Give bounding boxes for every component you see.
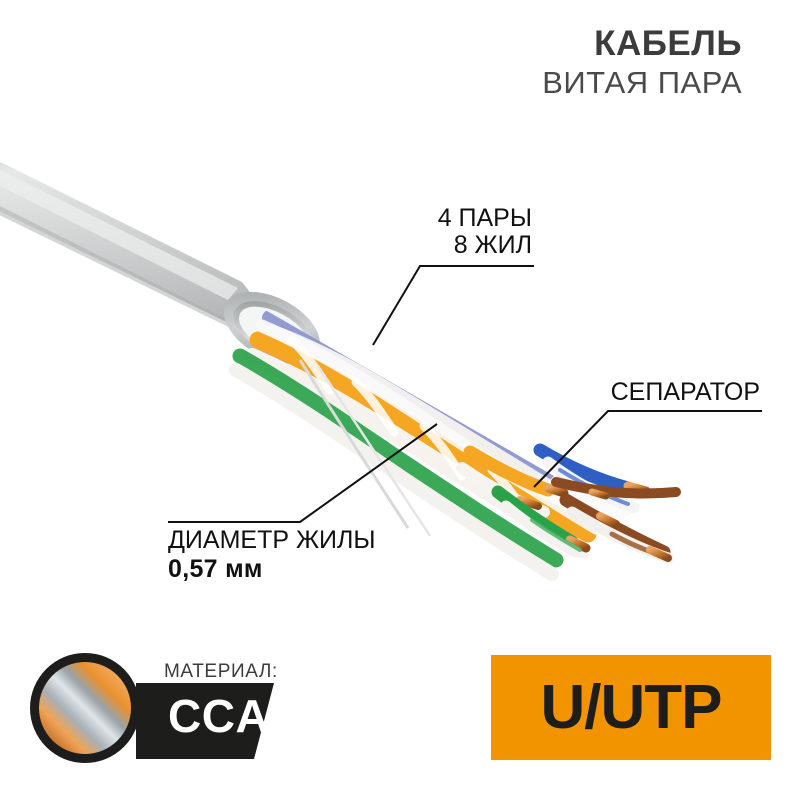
callout-diameter-label: ДИАМЕТР ЖИЛЫ [168,526,376,554]
material-badge: МАТЕРИАЛ: CCA [28,653,280,763]
material-label: МАТЕРИАЛ: [164,661,278,682]
title-main: КАБЕЛЬ [594,24,742,63]
callout-separator: СЕПАРАТОР [611,379,760,406]
callout-separator-label: СЕПАРАТОР [610,378,760,406]
cca-circle-fill [39,662,131,754]
leader-pairs [372,265,534,346]
callout-leader-lines [168,265,762,523]
shielding-badge: U/UTP [491,655,771,760]
shielding-badge-label: U/UTP [540,672,723,742]
material-value: CCA [168,690,270,742]
title-subtitle: ВИТАЯ ПАРА [542,65,742,100]
callout-diameter: ДИАМЕТР ЖИЛЫ 0,57 мм [168,527,376,583]
material-badge-shape [30,653,274,763]
leader-separator [533,410,762,488]
callout-pairs: 4 ПАРЫ 8 ЖИЛ [438,205,532,259]
callout-pairs-line1: 4 ПАРЫ [437,204,532,232]
page-title: КАБЕЛЬ ВИТАЯ ПАРА [542,26,742,98]
callout-diameter-value: 0,57 мм [168,555,263,583]
leader-diameter [168,423,438,523]
ripcord-filament [298,359,410,529]
callout-pairs-line2: 8 ЖИЛ [453,231,532,259]
wire-ends [456,443,681,564]
